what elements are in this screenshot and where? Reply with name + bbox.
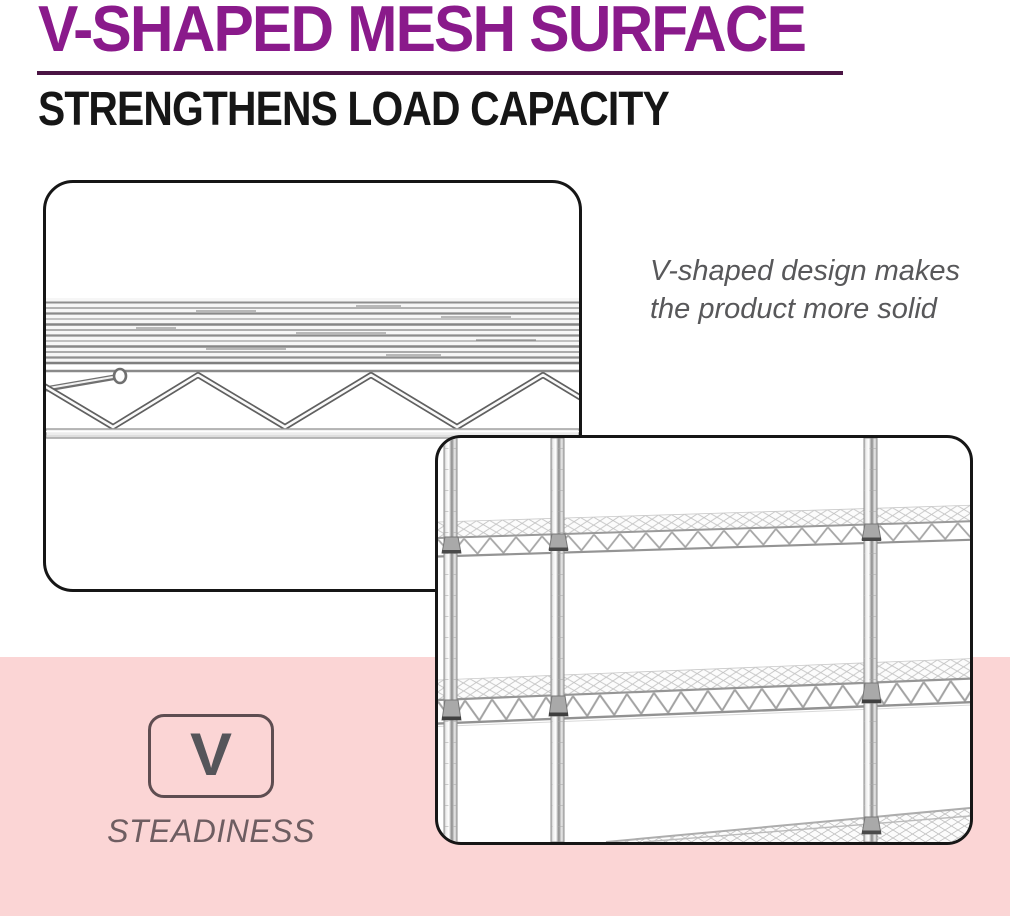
- caption-line-1: V-shaped design makes: [650, 255, 961, 287]
- shelving-graphic: [438, 438, 970, 842]
- page-subtitle: STRENGTHENS LOAD CAPACITY: [38, 83, 670, 136]
- headline-underline: [37, 71, 843, 75]
- caption-line-2: the product more solid: [650, 293, 937, 326]
- steadiness-badge: V: [148, 714, 274, 798]
- page-title: V-SHAPED MESH SURFACE: [38, 0, 807, 65]
- badge-letter-v: V: [189, 721, 233, 788]
- caption-text: V-shaped design makes the product more s…: [650, 252, 960, 329]
- mesh-closeup-graphic: [46, 298, 579, 439]
- shelf-product-image: [435, 435, 973, 845]
- mesh-closeup-image: [43, 180, 582, 592]
- steadiness-label: STEADINESS: [107, 813, 315, 849]
